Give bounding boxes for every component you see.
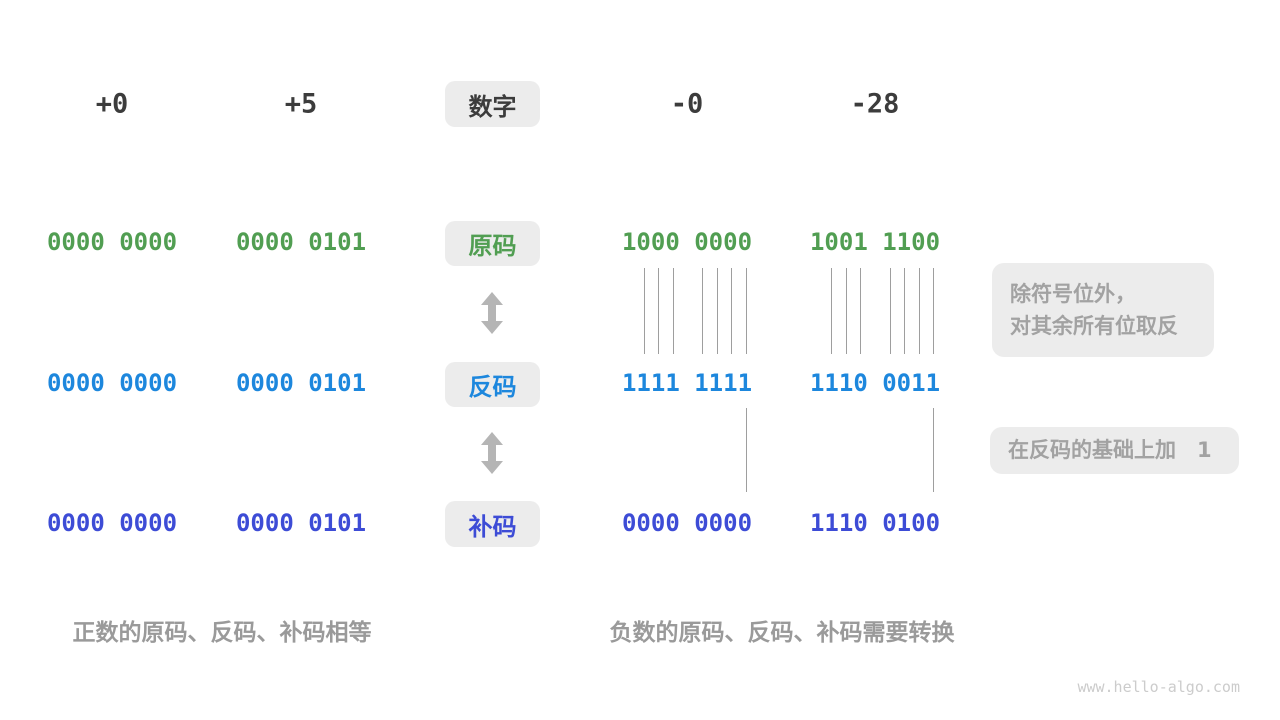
caption-negative: 负数的原码、反码、补码需要转换 [609, 620, 955, 646]
carry-line-neg-zero [746, 408, 747, 492]
bit-line [846, 268, 847, 354]
bit-line [890, 268, 891, 354]
twos-complement-label: 补码 [468, 512, 517, 541]
note-invert-line-1: 除符号位外， [1010, 282, 1136, 306]
ones-complement-label-box: 反码 [445, 362, 540, 407]
note-invert-bits: 除符号位外， 对其余所有位取反 [992, 263, 1214, 357]
header-label: 数字 [468, 92, 517, 121]
twos-complement-label-box: 补码 [445, 501, 540, 547]
ones-complement-neg-zero: 1111 1111 [621, 369, 753, 397]
bit-line [673, 268, 674, 354]
watermark: www.hello-algo.com [1077, 678, 1240, 696]
sign-magnitude-neg-28: 1001 1100 [809, 228, 941, 256]
sign-magnitude-label-box: 原码 [445, 221, 540, 266]
sign-magnitude-pos-five: 0000 0101 [235, 228, 367, 256]
bit-line [933, 268, 934, 354]
bit-line [717, 268, 718, 354]
header-number-neg-28: -28 [850, 88, 900, 120]
note-add-one: 在反码的基础上加 1 [990, 427, 1239, 474]
header-number-pos-zero: +0 [95, 88, 129, 120]
header-number-pos-five: +5 [284, 88, 318, 120]
bit-line [731, 268, 732, 354]
double-arrow-icon [481, 292, 503, 334]
header-number-neg-zero: -0 [670, 88, 704, 120]
note-add-one-text: 在反码的基础上加 1 [1008, 438, 1212, 462]
double-arrow-icon [481, 432, 503, 474]
carry-line-neg-28 [933, 408, 934, 492]
note-invert-line-2: 对其余所有位取反 [1010, 314, 1178, 338]
twos-complement-pos-zero: 0000 0000 [46, 509, 178, 537]
ones-complement-pos-five: 0000 0101 [235, 369, 367, 397]
ones-complement-label: 反码 [468, 373, 517, 401]
sign-magnitude-label: 原码 [468, 232, 517, 260]
bit-line [904, 268, 905, 354]
bit-line [658, 268, 659, 354]
bit-line [860, 268, 861, 354]
ones-complement-neg-28: 1110 0011 [809, 369, 941, 397]
header-label-box: 数字 [445, 81, 540, 127]
bit-line [919, 268, 920, 354]
bit-line [746, 268, 747, 354]
twos-complement-pos-five: 0000 0101 [235, 509, 367, 537]
sign-magnitude-pos-zero: 0000 0000 [46, 228, 178, 256]
bit-line [831, 268, 832, 354]
twos-complement-neg-28: 1110 0100 [809, 509, 941, 537]
caption-positive: 正数的原码、反码、补码相等 [72, 620, 372, 646]
bit-line [702, 268, 703, 354]
twos-complement-neg-zero: 0000 0000 [621, 509, 753, 537]
ones-complement-pos-zero: 0000 0000 [46, 369, 178, 397]
sign-magnitude-neg-zero: 1000 0000 [621, 228, 753, 256]
bit-line [644, 268, 645, 354]
